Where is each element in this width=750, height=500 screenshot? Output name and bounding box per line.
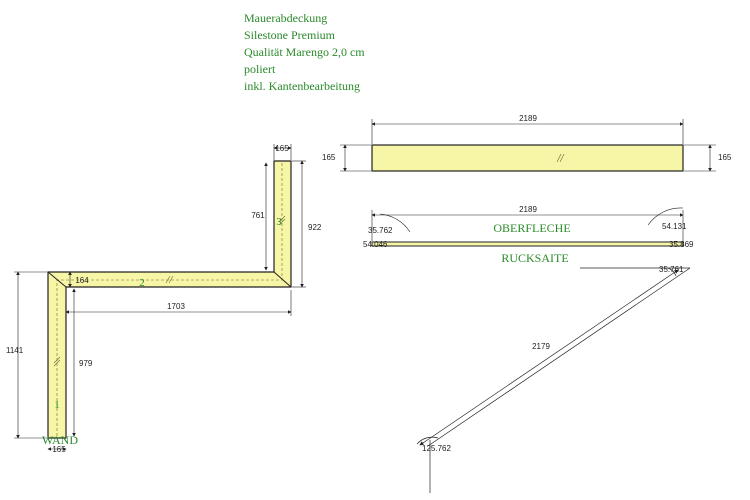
dim-strip-height-right: 165: [718, 153, 732, 162]
dim-l-left-outer: 1141: [6, 346, 24, 355]
profile-strip: [371, 241, 684, 247]
top-strip-rect: [371, 144, 684, 172]
rucksaite-label: RUCKSAITE: [501, 251, 568, 265]
l-shape-outline: [47, 160, 292, 439]
note-line-5: inkl. Kantenbearbeitung: [244, 79, 360, 93]
dim-l-bottom-width: 165: [52, 445, 66, 454]
wand-label: WAND: [42, 433, 78, 447]
l-shape-piece: 1 2 3 WAND: [42, 160, 292, 447]
l-shape-dimension-lines: [14, 144, 306, 451]
note-line-2: Silestone Premium: [244, 28, 335, 42]
dim-angle-top-right: 54.131: [662, 222, 687, 231]
piece-2-label: 2: [139, 277, 145, 289]
dim-l-mid-width: 164: [75, 276, 89, 285]
piece-1-label: 1: [54, 399, 60, 411]
dim-strip-height-left: 165: [322, 153, 336, 162]
diagonal-dimension: [416, 267, 691, 493]
joint-2-3: [273, 271, 292, 288]
l-shape-inner-line: [56, 163, 283, 436]
top-strip-break: [556, 153, 565, 163]
dim-l-left-inner: 979: [79, 359, 93, 368]
dim-l-bottom-length: 1703: [167, 302, 185, 311]
dim-angle-mid-right: 35.869: [669, 240, 694, 249]
dim-angle-mid-left: 54.046: [363, 240, 388, 249]
note-line-4: poliert: [244, 62, 276, 76]
dim-strip-length: 2189: [519, 114, 537, 123]
piece-3-label: 3: [276, 216, 282, 228]
joint-1-2: [47, 271, 67, 288]
dim-profile-length: 2189: [519, 205, 537, 214]
dim-l-top-width: 165: [275, 144, 289, 153]
dim-diag-angle-bottom: 125.762: [422, 444, 451, 453]
break-marks: [53, 215, 286, 367]
dim-diag-length: 2179: [532, 342, 550, 351]
dim-l-right-outer: 922: [308, 223, 322, 232]
note-line-3: Qualität Marengo 2,0 cm: [244, 45, 365, 59]
profile-view: 2189 35.762 54.131 54.046 35.869 OBERFLE…: [363, 205, 694, 265]
note-line-1: Mauerabdeckung: [244, 11, 328, 25]
dim-l-right-inner: 761: [251, 211, 265, 220]
oberfleche-label: OBERFLECHE: [493, 221, 570, 235]
dim-angle-top-left: 35.762: [368, 226, 393, 235]
top-strip-piece: [371, 144, 684, 172]
dim-diag-angle-top: 35.761: [659, 265, 684, 274]
top-strip-dimension-lines: [340, 119, 716, 172]
